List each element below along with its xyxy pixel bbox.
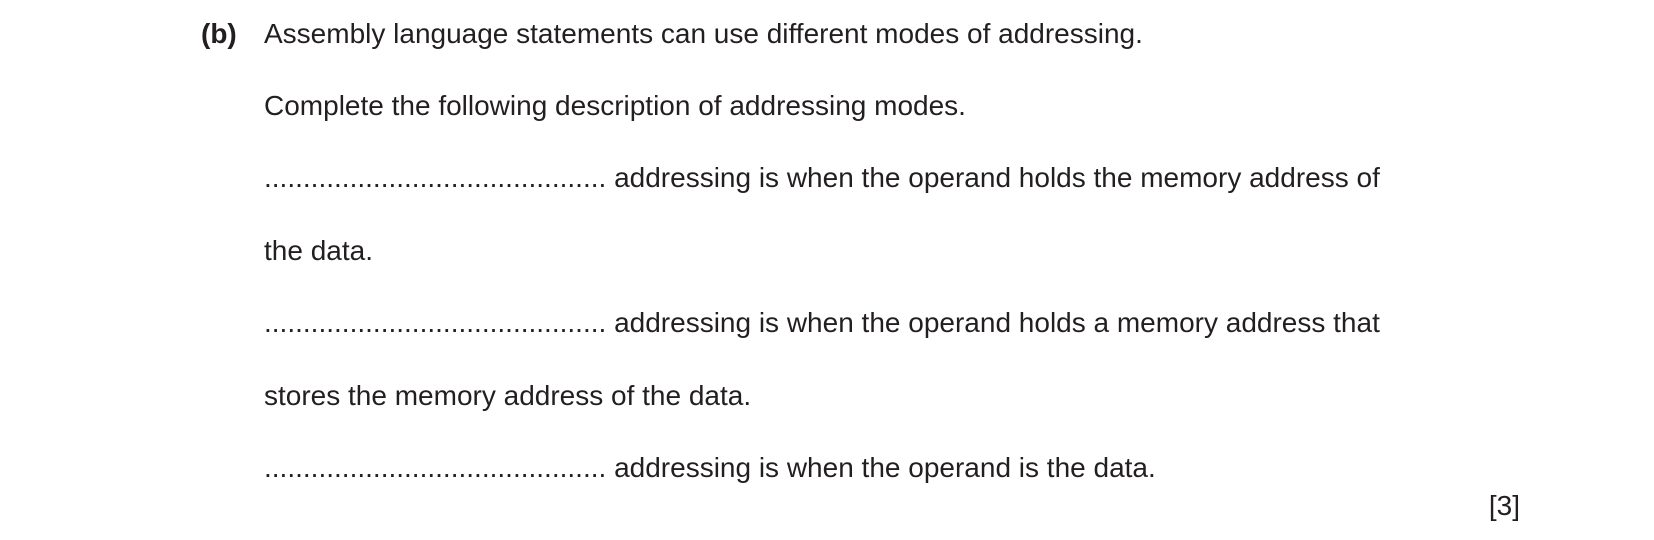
answer-blank-2[interactable]: ........................................… xyxy=(264,307,607,338)
answer-text-1a: addressing is when the operand holds the… xyxy=(614,162,1380,193)
question-intro: Assembly language statements can use dif… xyxy=(264,18,1143,49)
answer-line-2-continued: stores the memory address of the data. xyxy=(264,380,752,411)
answer-text-3a: addressing is when the operand is the da… xyxy=(614,452,1156,483)
answer-blank-3[interactable]: ........................................… xyxy=(264,452,607,483)
answer-line-2: ........................................… xyxy=(264,307,1380,339)
answer-text-2a: addressing is when the operand holds a m… xyxy=(614,307,1380,338)
answer-blank-1[interactable]: ........................................… xyxy=(264,162,607,193)
marks-indicator: [3] xyxy=(1488,490,1520,521)
question-instruction: Complete the following description of ad… xyxy=(264,90,966,121)
answer-line-1-continued: the data. xyxy=(264,235,373,266)
answer-line-1: ........................................… xyxy=(264,162,1380,194)
question-label: (b) xyxy=(201,18,237,49)
answer-line-3: ........................................… xyxy=(264,452,1156,484)
